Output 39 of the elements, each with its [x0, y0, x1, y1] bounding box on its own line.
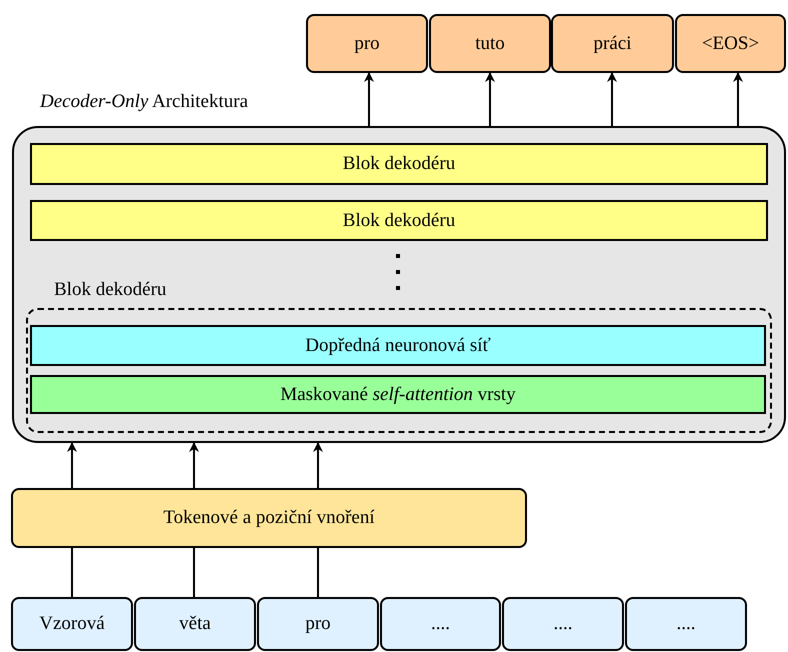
node-label: Blok dekodéru: [342, 208, 456, 232]
arrow: [733, 72, 743, 126]
output-token: [551, 14, 674, 73]
node-label: Tokenové a poziční vnoření: [163, 506, 375, 530]
input-token: [625, 597, 747, 651]
arrow: [607, 72, 617, 126]
section-heading: Blok dekodéru: [54, 278, 166, 302]
node-label: práci: [594, 32, 632, 56]
output-token: [306, 14, 428, 73]
embedding-box: [11, 488, 527, 548]
node-label: pro: [305, 612, 331, 636]
node-label: <EOS>: [702, 32, 760, 56]
feed-forward-layer: [30, 325, 766, 366]
masked-self-attention-layer: [30, 375, 766, 414]
input-token: [11, 597, 133, 651]
decoder-block: [30, 143, 768, 185]
input-token: [380, 597, 501, 651]
input-token: [257, 597, 379, 651]
arrow: [485, 72, 495, 126]
node-label: věta: [179, 612, 211, 636]
input-token: [134, 597, 256, 651]
node-label: Vzorová: [39, 612, 105, 636]
node-label: ....: [554, 612, 572, 636]
arrow: [364, 72, 374, 126]
node-label: tuto: [475, 32, 505, 56]
node-label: pro: [354, 32, 380, 56]
input-token: [502, 597, 624, 651]
section-heading: Decoder-Only Architektura: [40, 90, 248, 114]
node-label: Blok dekodéru: [342, 152, 456, 176]
decoder-block: [30, 200, 768, 241]
output-token: [675, 14, 786, 73]
node-label: Maskované self-attention vrsty: [280, 382, 516, 406]
arrow: [313, 442, 323, 488]
arrow: [189, 442, 199, 488]
output-token: [429, 14, 551, 73]
node-label: ....: [431, 612, 450, 636]
arrow: [67, 442, 77, 488]
node-label: ....: [676, 612, 696, 636]
node-label: Dopředná neuronová síť: [305, 334, 491, 358]
